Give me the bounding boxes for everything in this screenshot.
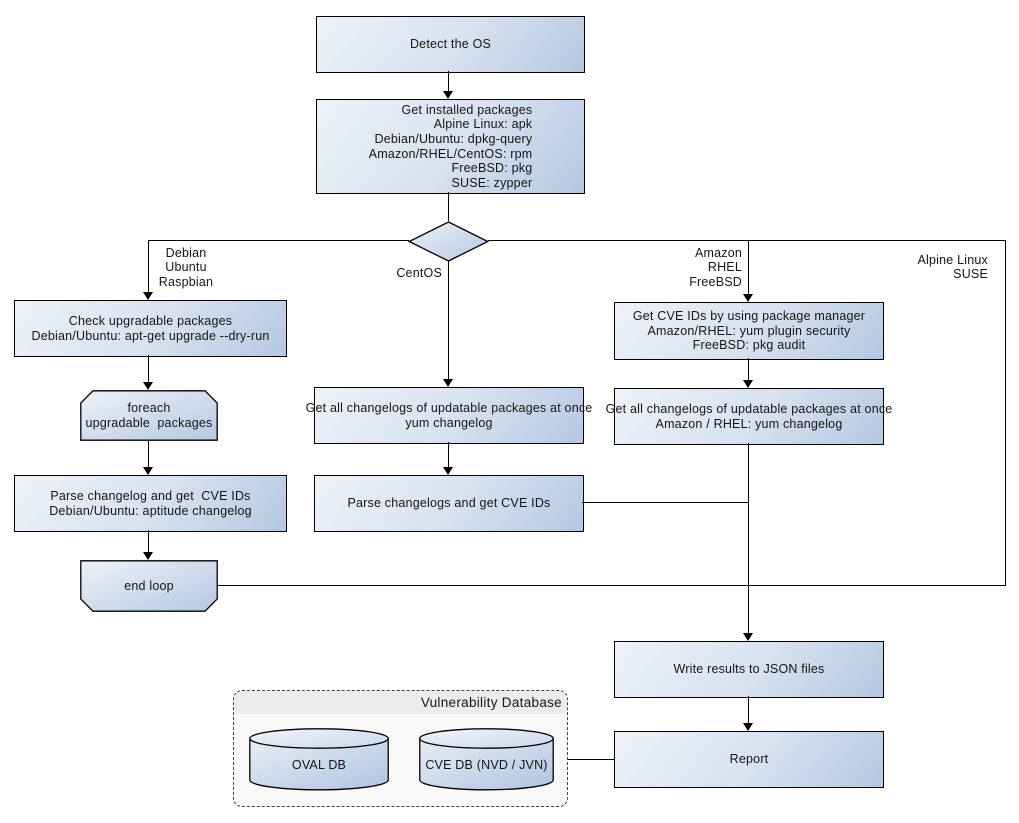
vulnerability-database-group: Vulnerability Database OVAL DB: [233, 690, 568, 807]
node-detect-os: Detect the OS: [316, 16, 585, 73]
node-parse-changelogs-centos-label: Parse changelogs and get CVE IDs: [347, 496, 551, 511]
connector-line: [1005, 240, 1007, 586]
node-get-changelogs-amazon: Get all changelogs of updatable packages…: [606, 388, 892, 445]
connector-line: [568, 759, 614, 761]
node-write-results-label: Write results to JSON files: [673, 662, 825, 677]
node-foreach-loop-label: foreach upgradable packages: [85, 400, 213, 430]
connector-line: [448, 192, 450, 221]
diamond-shape-icon: [408, 221, 489, 262]
oval-db-cylinder: OVAL DB: [249, 728, 389, 791]
node-detect-os-label: Detect the OS: [409, 37, 492, 52]
node-get-changelogs-centos: Get all changelogs of updatable packages…: [306, 387, 592, 444]
arrowhead-icon: [743, 294, 753, 302]
connector-line: [748, 443, 750, 634]
arrowhead-icon: [443, 91, 453, 99]
oval-db-label: OVAL DB: [291, 758, 347, 773]
arrowhead-icon: [143, 292, 153, 300]
loop-start-shape-icon: [80, 390, 218, 441]
database-cylinder-icon: [419, 728, 554, 791]
connector-line: [217, 585, 1006, 587]
connector-line: [148, 530, 150, 553]
connector-line: [582, 502, 748, 504]
branch-label-debian: Debian Ubuntu Raspbian: [158, 246, 214, 289]
node-check-upgradable: Check upgradable packages Debian/Ubuntu:…: [14, 300, 287, 357]
node-foreach-loop: foreach upgradable packages: [80, 390, 218, 441]
connector-line: [748, 358, 750, 381]
connector-line: [488, 240, 1006, 242]
node-get-cve-ids-pkg-mgr: Get CVE IDs by using package manager Ama…: [614, 302, 884, 360]
connector-line: [148, 355, 150, 383]
cve-db-cylinder: CVE DB (NVD / JVN): [419, 728, 554, 791]
node-check-upgradable-label: Check upgradable packages Debian/Ubuntu:…: [31, 313, 270, 343]
database-cylinder-icon: [249, 728, 389, 791]
node-write-results: Write results to JSON files: [614, 641, 884, 698]
os-decision-diamond: [408, 221, 489, 262]
connector-line: [148, 240, 409, 242]
loop-end-shape-icon: [80, 560, 218, 612]
cve-db-label: CVE DB (NVD / JVN): [425, 758, 548, 773]
node-end-loop: end loop: [80, 560, 218, 612]
connector-line: [748, 241, 750, 295]
node-get-installed-packages: Get installed packages Alpine Linux: apk…: [316, 99, 585, 194]
node-report: Report: [614, 731, 884, 788]
node-parse-changelog-deb-label: Parse changelog and get CVE IDs Debian/U…: [49, 488, 252, 518]
node-get-changelogs-centos-label: Get all changelogs of updatable packages…: [305, 400, 593, 430]
arrowhead-icon: [743, 380, 753, 388]
connector-line: [448, 71, 450, 93]
vulnerability-database-title: Vulnerability Database: [420, 695, 562, 710]
connector-line: [448, 261, 450, 380]
connector-line: [748, 696, 750, 724]
arrowhead-icon: [143, 467, 153, 475]
connector-line: [148, 441, 150, 468]
arrowhead-icon: [443, 379, 453, 387]
connector-line: [448, 442, 450, 468]
arrowhead-icon: [743, 633, 753, 641]
node-report-label: Report: [729, 752, 769, 767]
node-get-installed-packages-label: Get installed packages Alpine Linux: apk…: [368, 102, 533, 190]
arrowhead-icon: [143, 552, 153, 560]
connector-line: [148, 241, 150, 293]
arrowhead-icon: [143, 382, 153, 390]
node-get-changelogs-amazon-label: Get all changelogs of updatable packages…: [605, 401, 893, 431]
arrowhead-icon: [743, 723, 753, 731]
node-end-loop-label: end loop: [124, 578, 174, 593]
vulnerability-database-title-band: Vulnerability Database: [234, 691, 567, 714]
branch-label-alpine: Alpine Linux SUSE: [917, 253, 988, 282]
branch-label-centos: CentOS: [396, 266, 442, 280]
node-parse-changelogs-centos: Parse changelogs and get CVE IDs: [314, 475, 584, 532]
node-get-cve-ids-pkg-mgr-label: Get CVE IDs by using package manager Ama…: [632, 309, 866, 353]
branch-label-amazon: Amazon RHEL FreeBSD: [689, 246, 742, 289]
node-parse-changelog-deb: Parse changelog and get CVE IDs Debian/U…: [14, 475, 287, 532]
arrowhead-icon: [443, 467, 453, 475]
